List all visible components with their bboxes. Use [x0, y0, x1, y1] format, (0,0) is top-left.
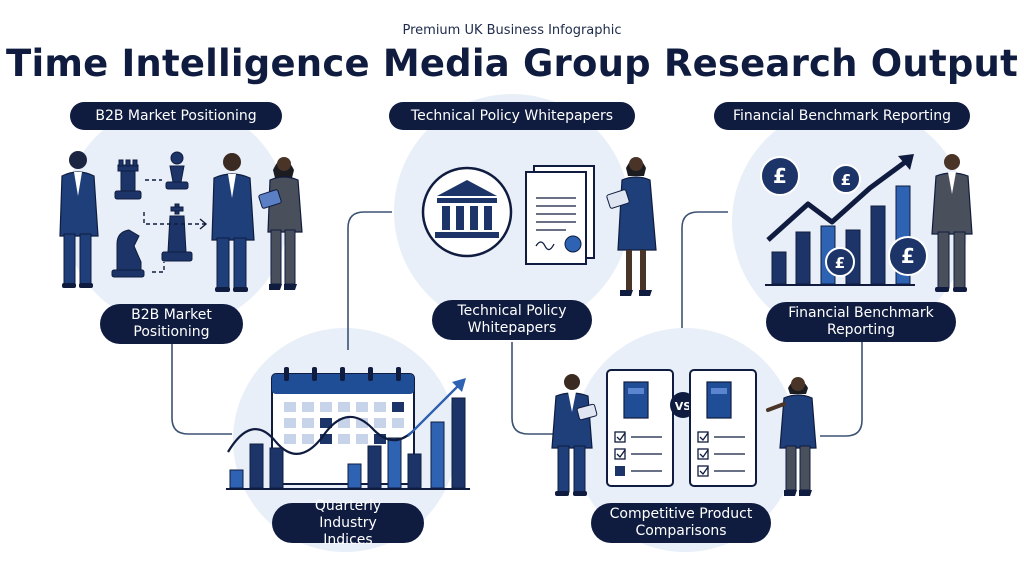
- finance-illustration: £ £ £ £: [760, 154, 973, 292]
- comparisons-illustration: VS: [551, 369, 817, 496]
- chess-pieces-icon: [111, 151, 193, 278]
- indices-node-line2: Indices: [323, 531, 373, 548]
- b2b-top-label: B2B Market Positioning: [70, 102, 282, 130]
- b2b-illustration: [59, 151, 303, 292]
- finance-node-line2: Reporting: [826, 322, 896, 338]
- policy-top-label: Technical Policy Whitepapers: [389, 102, 635, 130]
- businessman-icon: [931, 154, 973, 292]
- pound-coin-icon: £: [760, 156, 800, 196]
- svg-text:£: £: [901, 244, 915, 268]
- comparisons-node-line2: Comparisons: [635, 523, 727, 539]
- index-bars-icon: [226, 397, 470, 490]
- businesswoman-icon: [258, 157, 303, 290]
- b2b-node-line2: Positioning: [133, 324, 210, 340]
- product-card-left: [606, 369, 674, 487]
- svg-text:£: £: [841, 171, 851, 189]
- policy-illustration: [421, 157, 657, 296]
- finance-node-label: Financial Benchmark Reporting: [766, 302, 956, 342]
- businesswoman-icon: [606, 157, 657, 296]
- indices-node-label: Quarterly Industry Indices: [272, 498, 424, 548]
- finance-node-line1: Financial Benchmark: [788, 305, 934, 321]
- b2b-node-label: B2B Market Positioning: [100, 304, 243, 344]
- pound-coin-icon: £: [831, 164, 861, 194]
- businessman-icon: [59, 151, 99, 288]
- comparisons-node-line1: Competitive Product: [609, 506, 753, 522]
- infographic-kicker: Premium UK Business Infographic: [402, 23, 622, 38]
- businesswoman-icon: [766, 377, 817, 496]
- connector-indices-policy: [347, 211, 392, 350]
- connector-finance-comparisons: [820, 342, 863, 437]
- businessman-icon: [211, 153, 255, 292]
- infographic-title: Time Intelligence Media Group Research O…: [6, 42, 1018, 85]
- pound-coin-icon: £: [825, 247, 855, 277]
- index-trend-line: [227, 383, 461, 455]
- bank-building-icon: [435, 180, 499, 238]
- finance-top-label: Financial Benchmark Reporting: [714, 102, 970, 130]
- pound-coin-icon: £: [888, 236, 928, 276]
- svg-text:£: £: [773, 164, 787, 188]
- policy-node-line1: Technical Policy: [457, 303, 567, 319]
- connector-lines: [171, 211, 863, 437]
- b2b-node-line1: B2B Market: [131, 307, 212, 323]
- indices-illustration: [226, 367, 470, 490]
- policy-node-line2: Whitepapers: [467, 320, 557, 336]
- strategy-arrows-icon: [143, 179, 208, 273]
- businessman-icon: [551, 374, 598, 496]
- legal-document-icon: [525, 165, 595, 265]
- b2b-background-circle: [64, 103, 288, 327]
- indices-node-line1: Quarterly Industry: [314, 497, 382, 531]
- trend-arrow-icon: [766, 157, 910, 242]
- product-card-right: [689, 369, 757, 487]
- connector-b2b-indices: [171, 342, 232, 435]
- svg-text:£: £: [835, 254, 845, 272]
- comparisons-node-label: Competitive Product Comparisons: [591, 503, 771, 543]
- connector-policy-comparisons: [511, 342, 556, 435]
- policy-node-label: Technical Policy Whitepapers: [432, 300, 592, 340]
- connector-comparisons-finance: [681, 211, 728, 328]
- vs-label: VS: [675, 400, 692, 413]
